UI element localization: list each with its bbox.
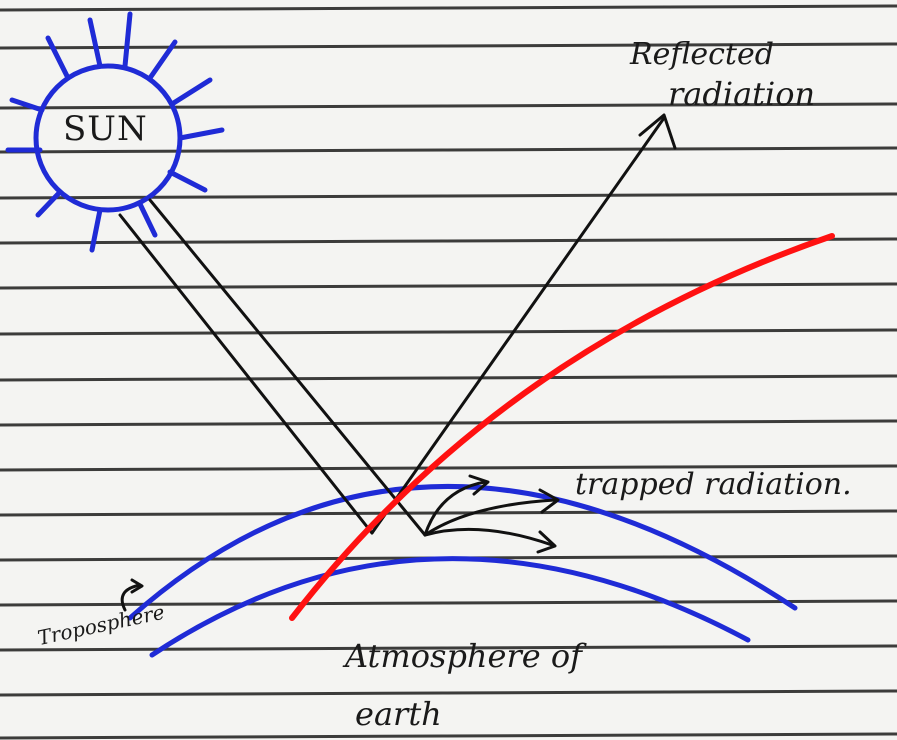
trapped-arrow-3: [423, 527, 554, 547]
ruled-line: [0, 282, 897, 290]
reflected-radiation-label-line1: Reflected: [630, 37, 774, 72]
incoming-ray-2: [148, 198, 427, 537]
sun-ray: [147, 39, 178, 81]
ruled-line: [0, 102, 897, 110]
ruled-line: [0, 192, 897, 200]
troposphere-pointer: [120, 583, 142, 612]
atmosphere-label-line1: Atmosphere of: [345, 637, 582, 675]
sun-ray: [137, 201, 158, 238]
ruled-line: [0, 732, 897, 740]
ruled-line: [0, 237, 897, 245]
ruled-line: [0, 42, 897, 50]
sun-label: SUN: [63, 109, 148, 149]
arrow-head-icon: [468, 474, 490, 496]
sun-ray: [122, 11, 133, 69]
atmosphere-outer-arc: [127, 484, 798, 621]
radiation-rays: [118, 113, 677, 612]
arrow-head-icon: [536, 530, 557, 554]
trapped-arrow-1: [423, 480, 487, 537]
sun-ray: [167, 169, 208, 193]
sun-ray: [169, 77, 213, 107]
trapped-arrow-2: [423, 498, 557, 537]
ruled-line: [0, 4, 897, 12]
atmosphere-inner-arc: [149, 556, 751, 658]
arrow-head-icon: [538, 488, 560, 514]
atmosphere-arcs: [127, 484, 798, 658]
sun-ray: [35, 189, 63, 218]
ruled-line: [0, 644, 897, 652]
sun-ray: [45, 35, 71, 81]
reflected-radiation-label-line2: radiation: [668, 75, 816, 113]
red-line: [289, 233, 835, 621]
ruled-line: [0, 464, 897, 472]
sun-ray: [89, 207, 103, 253]
sun-ray: [9, 97, 45, 113]
sun-ray: [87, 17, 103, 69]
ruled-line: [0, 374, 897, 382]
incoming-ray-1: [118, 213, 374, 535]
reflected-ray: [370, 116, 666, 535]
ruled-line: [0, 146, 897, 154]
sun-ray: [177, 127, 225, 141]
arrow-head-icon: [130, 578, 144, 594]
trapped-radiation-label: trapped radiation.: [575, 467, 852, 502]
sun-icon: [5, 11, 225, 253]
ruled-line: [0, 509, 897, 517]
ruled-line: [0, 328, 897, 336]
arrow-head-icon: [638, 113, 677, 150]
atmosphere-label-line2: earth: [355, 695, 442, 733]
ruled-line: [0, 689, 897, 697]
